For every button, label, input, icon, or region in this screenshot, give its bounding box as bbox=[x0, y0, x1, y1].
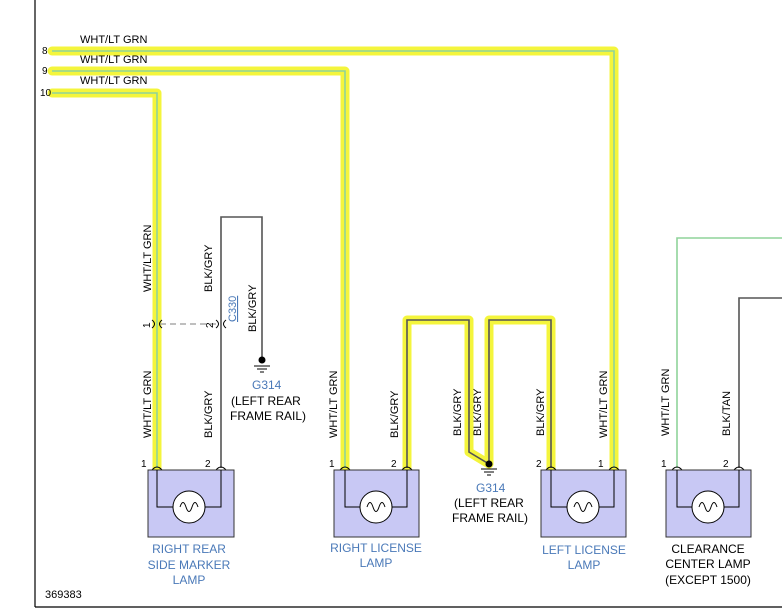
wire-10 bbox=[52, 92, 158, 468]
lamp-4-label-2: CENTER LAMP bbox=[665, 557, 750, 571]
bulb-icon bbox=[172, 490, 206, 524]
lamp4-pin-2: 2 bbox=[723, 459, 729, 470]
lamp1-pin-1: 1 bbox=[141, 459, 147, 470]
label-wht-lt-grn-3: WHT/LT GRN bbox=[328, 371, 340, 438]
ground-2-location-1: (LEFT REAR bbox=[454, 496, 524, 510]
lamp2-pin-2: 2 bbox=[391, 459, 397, 470]
lamp-4-label-1: CLEARANCE bbox=[671, 542, 744, 556]
wire-left-license-ground bbox=[488, 319, 552, 468]
label-blk-gry-6: BLK/GRY bbox=[472, 388, 484, 436]
lamp-clearance-center: CLEARANCE CENTER LAMP (EXCEPT 1500) bbox=[665, 469, 752, 587]
connector-c330-labels: C330 1 2 bbox=[142, 296, 239, 328]
label-blk-gry-7: BLK/GRY bbox=[535, 388, 547, 436]
top-wire-labels: 8 9 10 WHT/LT GRN WHT/LT GRN WHT/LT GRN bbox=[40, 34, 147, 99]
ground-g314-license: G314 (LEFT REAR FRAME RAIL) bbox=[452, 460, 528, 525]
wire-side-marker-ground bbox=[220, 216, 263, 468]
wire-clearance-ground bbox=[738, 297, 782, 468]
bulb-icon bbox=[359, 490, 393, 524]
label-wht-lt-grn-2: WHT/LT GRN bbox=[142, 371, 154, 438]
lamp3-pin-2: 2 bbox=[536, 459, 542, 470]
wire-8-label: WHT/LT GRN bbox=[80, 34, 147, 46]
lamp-right-rear-side-marker: RIGHT REAR SIDE MARKER LAMP bbox=[147, 469, 235, 587]
label-blk-gry-5: BLK/GRY bbox=[452, 388, 464, 436]
wire-8 bbox=[52, 50, 615, 468]
bulb-icon bbox=[691, 490, 725, 524]
vertical-wire-labels: WHT/LT GRN WHT/LT GRN BLK/GRY BLK/GRY BL… bbox=[142, 225, 733, 438]
label-wht-lt-grn-5: WHT/LT GRN bbox=[660, 369, 672, 436]
lamp-left-license: LEFT LICENSE LAMP bbox=[540, 469, 627, 572]
pin-9-label: 9 bbox=[42, 66, 48, 77]
lamp-terminal-caps bbox=[151, 466, 745, 471]
connector-pin-2: 2 bbox=[205, 322, 216, 328]
ground-2-name: G314 bbox=[476, 481, 506, 495]
pin-10-label: 10 bbox=[40, 88, 52, 99]
ground-1-location-2: FRAME RAIL) bbox=[230, 409, 306, 423]
lamp-3-label-2: LAMP bbox=[568, 558, 601, 572]
connector-c330-name: C330 bbox=[227, 296, 239, 322]
lamp2-pin-1: 1 bbox=[329, 459, 335, 470]
lamp3-pin-1: 1 bbox=[598, 459, 604, 470]
ground-splice-dot bbox=[485, 460, 493, 468]
wire-9 bbox=[52, 70, 346, 468]
ground-g314-side-marker: G314 (LEFT REAR FRAME RAIL) bbox=[230, 356, 306, 423]
label-blk-gry-4: BLK/GRY bbox=[389, 390, 401, 438]
lamp-1-label-2: SIDE MARKER bbox=[148, 558, 231, 572]
label-wht-lt-grn-1: WHT/LT GRN bbox=[142, 225, 154, 292]
bulb-icon bbox=[566, 490, 600, 524]
lamp1-pin-2: 2 bbox=[205, 459, 211, 470]
label-wht-lt-grn-4: WHT/LT GRN bbox=[598, 371, 610, 438]
lamp-1-label-1: RIGHT REAR bbox=[152, 542, 226, 556]
lamp-2-label-2: LAMP bbox=[360, 556, 393, 570]
ground-2-location-2: FRAME RAIL) bbox=[452, 511, 528, 525]
diagram-reference-number: 369383 bbox=[45, 589, 82, 601]
wire-clearance-feed bbox=[676, 237, 782, 468]
lamp-2-label-1: RIGHT LICENSE bbox=[330, 541, 422, 555]
pin-8-label: 8 bbox=[42, 46, 48, 57]
wire-right-license-ground bbox=[406, 319, 490, 468]
wires bbox=[52, 50, 782, 468]
lamp-right-license: RIGHT LICENSE LAMP bbox=[330, 469, 422, 570]
label-blk-gry-2: BLK/GRY bbox=[247, 284, 259, 332]
wire-10-label: WHT/LT GRN bbox=[80, 75, 147, 87]
lamp-pin-numbers: 1 2 1 2 2 1 1 2 bbox=[141, 459, 729, 470]
label-blk-gry-1: BLK/GRY bbox=[203, 244, 215, 292]
lamp-4-label-3: (EXCEPT 1500) bbox=[665, 573, 751, 587]
connector-c330 bbox=[151, 319, 227, 329]
label-blk-tan: BLK/TAN bbox=[721, 391, 733, 436]
ground-splice-dot bbox=[258, 356, 266, 364]
lamp-1-label-3: LAMP bbox=[173, 573, 206, 587]
ground-1-location-1: (LEFT REAR bbox=[231, 394, 301, 408]
lamp4-pin-1: 1 bbox=[661, 459, 667, 470]
label-blk-gry-3: BLK/GRY bbox=[203, 390, 215, 438]
ground-1-name: G314 bbox=[252, 378, 282, 392]
connector-pin-1: 1 bbox=[142, 322, 153, 328]
lamp-3-label-1: LEFT LICENSE bbox=[542, 543, 626, 557]
wire-9-label: WHT/LT GRN bbox=[80, 54, 147, 66]
